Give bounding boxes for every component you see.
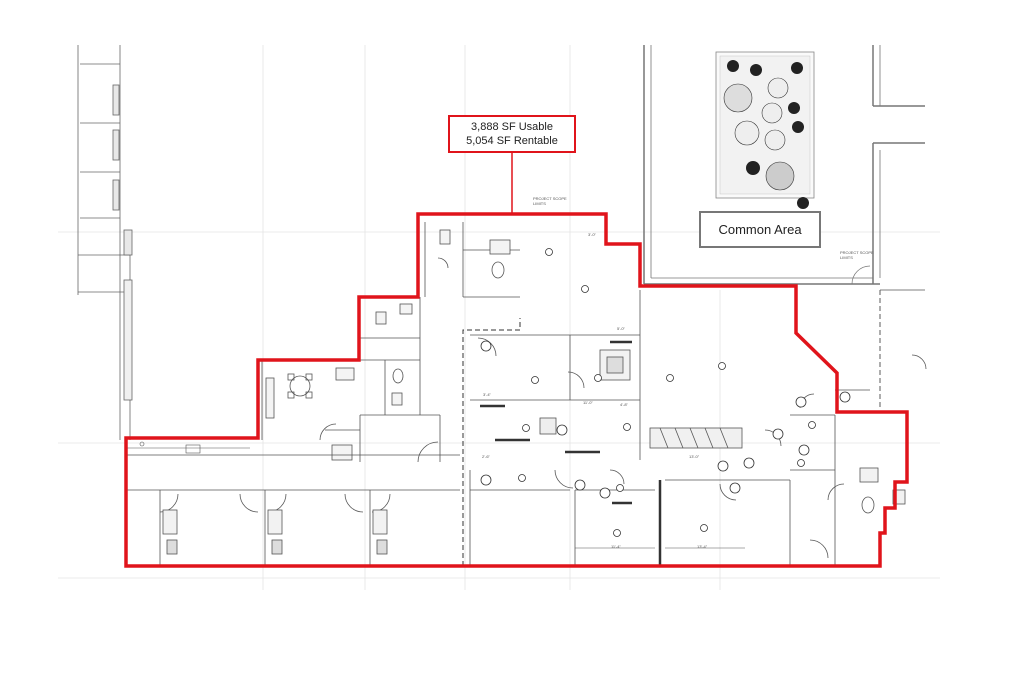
dimension-label: 4'-8"	[620, 402, 628, 407]
dimension-label: 5'-0"	[617, 326, 625, 331]
dimension-label: 3'-4"	[483, 392, 491, 397]
rentable-area-text: 5,054 SF Rentable	[466, 135, 558, 147]
common-area-text: Common Area	[718, 222, 802, 237]
project-scope-outline	[124, 212, 909, 568]
lower-offices	[127, 454, 460, 566]
courtyard-planter	[715, 51, 815, 209]
dimension-label: 11'-4"	[611, 544, 621, 549]
misc-fixtures	[127, 441, 250, 454]
courtyard-walls	[643, 45, 925, 285]
left-exterior-wall	[77, 45, 133, 440]
dimension-label: 3'-0"	[588, 232, 596, 237]
room-tags	[480, 248, 851, 537]
area-callout: 3,888 SF Usable 5,054 SF Rentable	[448, 115, 576, 153]
dimension-label: 11'-0"	[583, 400, 593, 405]
central-rooms	[469, 290, 791, 566]
project-scope-note: PROJECT SCOPE LIMITS	[533, 196, 567, 206]
dimension-label: 13'-0"	[689, 454, 700, 459]
usable-area-text: 3,888 SF Usable	[471, 121, 553, 133]
dimension-label: 13'-4"	[697, 544, 708, 549]
dimension-label: 2'-6"	[482, 454, 490, 459]
common-area-label: Common Area	[699, 211, 821, 248]
right-rooms	[790, 289, 927, 566]
upper-rooms	[261, 222, 520, 463]
dashed-boundary	[462, 318, 521, 566]
project-scope-note: PROJECT SCOPE LIMITS	[840, 250, 874, 260]
